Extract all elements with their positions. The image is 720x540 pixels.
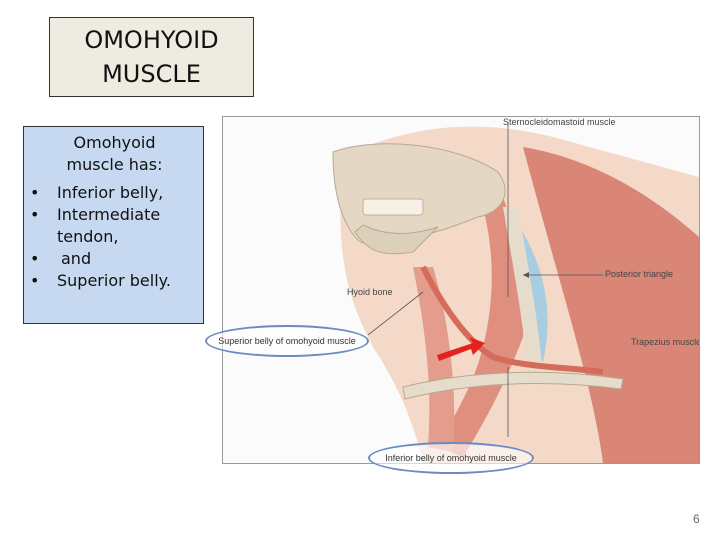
bullet-lead: Omohyoid muscle has: <box>66 133 163 174</box>
bullet-item: •and <box>30 249 92 268</box>
neck-illustration <box>332 122 699 463</box>
inferior-belly-label-oval: Inferior belly of omohyoid muscle <box>368 442 534 474</box>
bullet-dot: • <box>30 249 40 268</box>
bullet-list: •Inferior belly, •Intermediate tendon, •… <box>24 182 205 292</box>
label-inferior-belly: Inferior belly of omohyoid muscle <box>385 453 517 463</box>
slide-title: OMOHYOID MUSCLE <box>49 17 254 97</box>
label-posterior-triangle: Posterior triangle <box>605 269 674 279</box>
neck-anatomy-figure: Sternocleidomastoid muscle Posterior tri… <box>222 116 700 464</box>
bullet-item: •Intermediate tendon, <box>30 205 161 246</box>
bullet-dot: • <box>30 271 40 290</box>
bullet-dot: • <box>30 205 40 224</box>
label-trapezius: Trapezius muscle <box>631 337 700 347</box>
slide-number: 6 <box>693 512 700 526</box>
label-superior-belly: Superior belly of omohyoid muscle <box>218 336 356 346</box>
title-line-1: OMOHYOID <box>84 26 219 54</box>
title-line-2: MUSCLE <box>102 60 201 88</box>
bullet-item: •Superior belly. <box>30 271 171 290</box>
label-sternocleidomastoid: Sternocleidomastoid muscle <box>503 117 616 127</box>
bullet-item: •Inferior belly, <box>30 183 164 202</box>
bullet-panel: Omohyoid muscle has: •Inferior belly, •I… <box>23 126 204 324</box>
label-hyoid-bone: Hyoid bone <box>347 287 393 297</box>
red-arrow <box>437 337 485 361</box>
superior-belly-label-oval: Superior belly of omohyoid muscle <box>205 325 369 357</box>
bullet-dot: • <box>30 183 40 202</box>
